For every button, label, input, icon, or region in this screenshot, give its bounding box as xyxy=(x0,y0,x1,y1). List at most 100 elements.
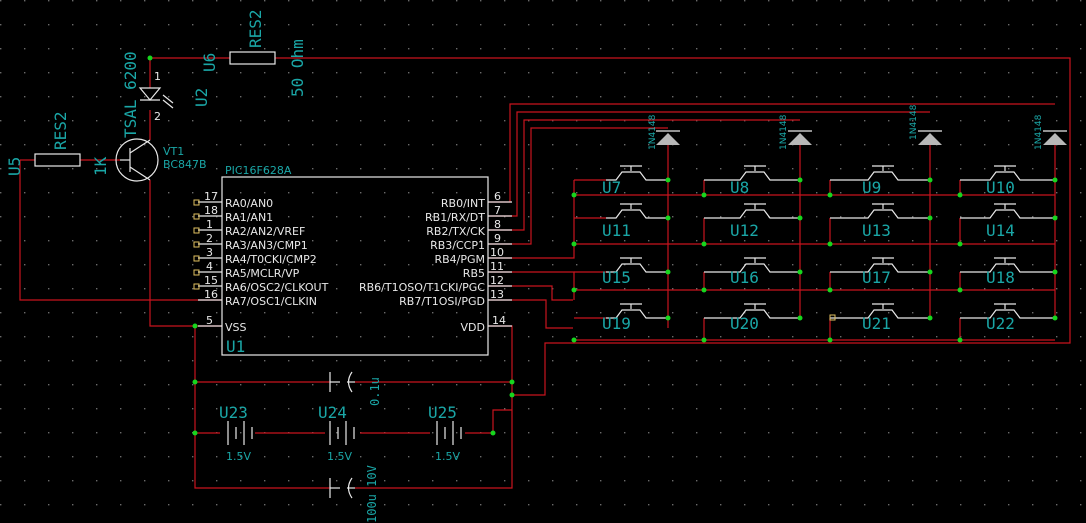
button-u9[interactable]: U9 xyxy=(830,165,930,197)
battery-ref: U25 xyxy=(428,403,457,422)
mcu-ref: U1 xyxy=(226,337,245,356)
button-u12[interactable]: U12 xyxy=(704,203,800,240)
pin-name: RA0/AN0 xyxy=(225,197,273,210)
button-u19[interactable]: U19 xyxy=(602,303,668,333)
button-label: U10 xyxy=(986,178,1015,197)
button-u22[interactable]: U22 xyxy=(960,303,1055,333)
led-pin1: 1 xyxy=(154,70,161,83)
resistor-u6-type: RES2 xyxy=(246,9,265,48)
pin-name: RB7/T1OSI/PGD xyxy=(399,295,485,308)
resistor-u6[interactable]: RES2 U6 50 Ohm xyxy=(200,9,307,97)
button-u20[interactable]: U20 xyxy=(704,303,800,333)
diode-1[interactable]: 1N4148 xyxy=(648,114,680,150)
pin-name: RB0/INT xyxy=(441,197,485,210)
pin-name: RB2/TX/CK xyxy=(426,225,486,238)
cap-large-value: 100u 10V xyxy=(365,465,379,523)
diode-4[interactable]: 1N4148 xyxy=(1034,114,1067,150)
pin-name: RA6/OSC2/CLKOUT xyxy=(225,281,329,294)
mcu-u1[interactable]: PIC16F628A U1 17 RA0/AN0 18 RA1/AN1 1 xyxy=(193,164,512,356)
pin-num: 2 xyxy=(206,232,213,245)
pin-num: 4 xyxy=(206,260,213,273)
pin-name: RA2/AN2/VREF xyxy=(225,225,305,238)
mcu-name: PIC16F628A xyxy=(225,164,292,177)
diode-2[interactable]: 1N4148 xyxy=(779,114,812,150)
pin-name: RA5/MCLR/VP xyxy=(225,267,300,280)
button-u11[interactable]: U11 xyxy=(602,203,668,240)
led-type: TSAL 6200 xyxy=(121,51,140,138)
transistor-vt1[interactable]: VT1 BC847B xyxy=(115,138,207,182)
button-label: U14 xyxy=(986,221,1015,240)
transistor-ref: VT1 xyxy=(163,145,184,158)
button-label: U11 xyxy=(602,221,631,240)
pin-num: 5 xyxy=(206,314,213,327)
pin-num: 1 xyxy=(206,218,213,231)
battery-u24[interactable]: U24 1.5V xyxy=(318,403,355,463)
button-u13[interactable]: U13 xyxy=(830,203,930,240)
pin-name: RA4/T0CKI/CMP2 xyxy=(225,253,317,266)
pin-num: 17 xyxy=(204,190,218,203)
button-u14[interactable]: U14 xyxy=(960,203,1055,240)
pin-num: 18 xyxy=(204,204,218,217)
pin-name: RB4/PGM xyxy=(434,253,485,266)
pin-name: VDD xyxy=(461,321,485,334)
button-u8[interactable]: U8 xyxy=(704,165,800,197)
button-label: U19 xyxy=(602,314,631,333)
led-ref: U2 xyxy=(192,88,211,107)
button-label: U15 xyxy=(602,268,631,287)
diode-3[interactable]: 1N4148 xyxy=(909,104,942,145)
resistor-u5-type: RES2 xyxy=(51,111,70,150)
button-label: U7 xyxy=(602,178,621,197)
pin-num: 7 xyxy=(494,204,501,217)
pin-num: 11 xyxy=(490,260,504,273)
battery-u23[interactable]: U23 1.5V xyxy=(219,403,253,463)
button-label: U22 xyxy=(986,314,1015,333)
button-u18[interactable]: U18 xyxy=(960,257,1055,287)
button-label: U12 xyxy=(730,221,759,240)
button-label: U17 xyxy=(862,268,891,287)
button-u10[interactable]: U10 xyxy=(960,165,1055,197)
battery-value: 1.5V xyxy=(435,450,460,463)
button-label: U9 xyxy=(862,178,881,197)
diode-label: 1N4148 xyxy=(909,104,919,140)
button-u15[interactable]: U15 xyxy=(602,257,668,287)
button-label: U16 xyxy=(730,268,759,287)
ir-led-u2[interactable]: 1 2 TSAL 6200 U2 xyxy=(121,51,211,138)
battery-value: 1.5V xyxy=(327,450,352,463)
pin-num: 6 xyxy=(494,190,501,203)
button-label: U13 xyxy=(862,221,891,240)
button-label: U8 xyxy=(730,178,749,197)
diode-label: 1N4148 xyxy=(1034,114,1044,150)
pin-name: RB1/RX/DT xyxy=(425,211,485,224)
pin-num: 3 xyxy=(206,246,213,259)
button-label: U20 xyxy=(730,314,759,333)
resistor-u5-ref: U5 xyxy=(5,157,24,176)
diode-label: 1N4148 xyxy=(779,114,789,150)
button-u21[interactable]: U21 xyxy=(829,303,930,333)
button-label: U18 xyxy=(986,268,1015,287)
pin-num: 15 xyxy=(204,274,218,287)
capacitor-small[interactable]: 0.1u xyxy=(329,371,382,406)
pin-num: 10 xyxy=(490,246,504,259)
mcu-right-pins: 6 RB0/INT 7 RB1/RX/DT 8 RB2/TX/CK 9 RB3/… xyxy=(359,190,512,334)
battery-u25[interactable]: U25 1.5V xyxy=(428,403,462,463)
resistor-u5[interactable]: RES2 U5 1K xyxy=(5,111,110,176)
pin-num: 9 xyxy=(494,232,501,245)
button-u7[interactable]: U7 xyxy=(602,165,668,197)
resistor-u5-value: 1K xyxy=(91,156,110,176)
pin-name: VSS xyxy=(225,321,247,334)
wire-network xyxy=(19,57,1071,489)
pin-num: 16 xyxy=(204,288,218,301)
button-u17[interactable]: U17 xyxy=(830,257,930,287)
capacitor-large[interactable]: 100u 10V xyxy=(329,465,379,523)
pin-name: RB3/CCP1 xyxy=(430,239,485,252)
button-matrix: U7 U8 U9 U10 U11 U12 xyxy=(602,165,1055,333)
diode-label: 1N4148 xyxy=(648,114,658,150)
resistor-u6-ref: U6 xyxy=(200,53,219,72)
pin-num: 8 xyxy=(494,218,501,231)
button-u16[interactable]: U16 xyxy=(704,257,800,287)
pin-name: RB5 xyxy=(463,267,485,280)
pin-name: RB6/T1OSO/T1CKI/PGC xyxy=(359,281,485,294)
battery-ref: U24 xyxy=(318,403,347,422)
